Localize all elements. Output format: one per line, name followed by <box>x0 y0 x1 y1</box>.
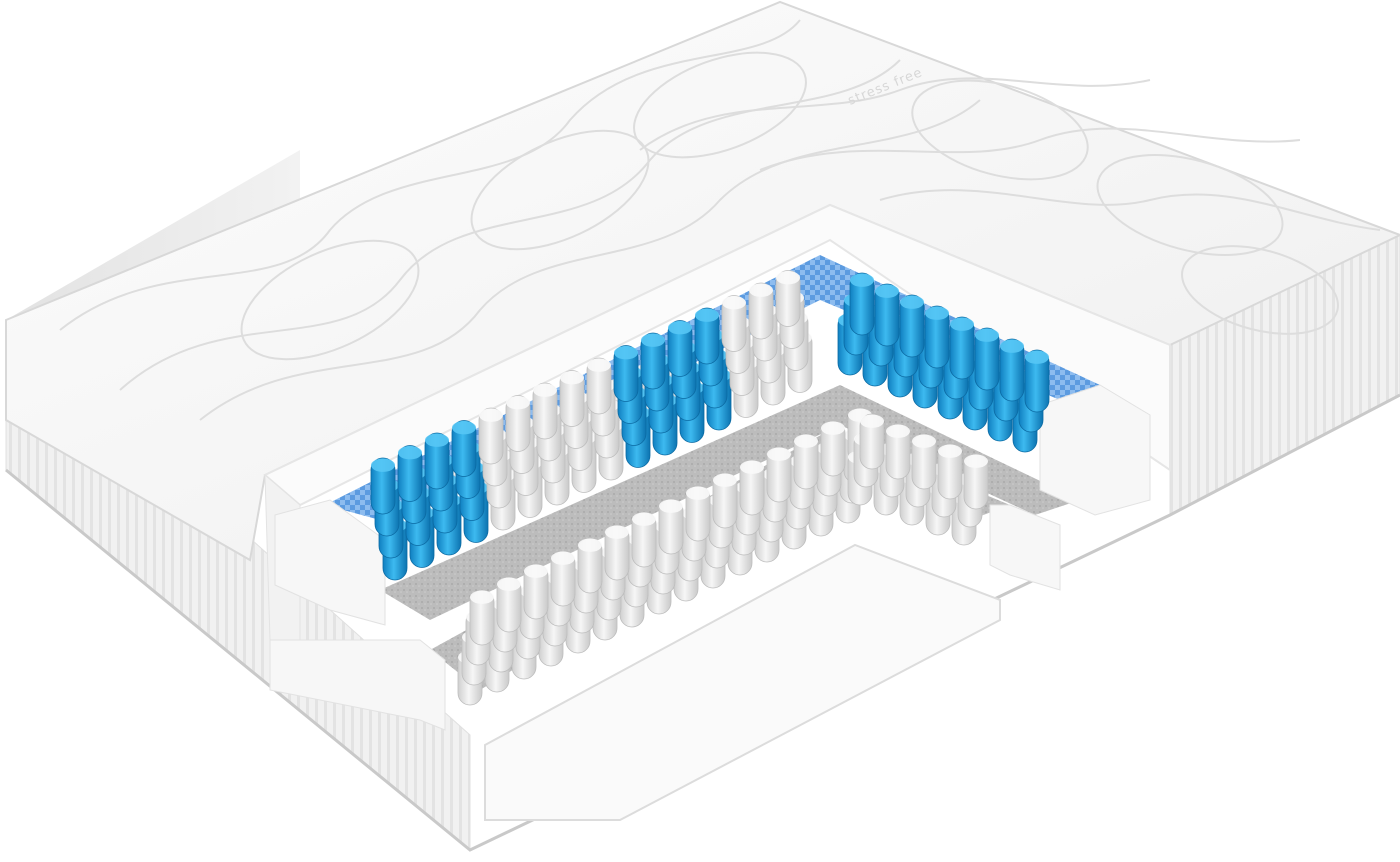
pocket-spring-white <box>859 413 885 470</box>
pocket-spring-white <box>766 446 792 503</box>
pocket-spring-blue <box>1024 349 1050 413</box>
pocket-spring-blue <box>694 307 720 365</box>
pocket-spring-white <box>577 537 603 594</box>
pocket-spring-blue <box>640 332 666 390</box>
quilt-pattern <box>59 19 1381 421</box>
pocket-spring-white <box>748 282 774 340</box>
pocket-spring-white <box>631 511 657 568</box>
pocket-spring-blue <box>613 345 639 402</box>
pocket-spring-white <box>523 563 549 620</box>
base-board <box>484 543 1001 821</box>
mattress-top: stress free <box>5 0 1400 562</box>
pocket-spring-white <box>775 270 801 327</box>
pocket-spring-blue <box>451 420 477 477</box>
pocket-spring-white <box>469 589 495 646</box>
foam-block-lower-right <box>989 504 1061 591</box>
foam-block-upper-right <box>1039 384 1151 516</box>
springs-upper <box>370 270 1050 581</box>
pocket-spring-white <box>963 453 989 510</box>
cutaway-section <box>263 203 1171 821</box>
pocket-spring-blue <box>370 457 396 515</box>
foam-block-upper-left <box>274 499 386 626</box>
pocket-spring-white <box>793 433 819 490</box>
pocket-spring-white <box>505 395 531 452</box>
pocket-spring-white <box>586 357 612 415</box>
pocket-spring-white <box>604 524 630 581</box>
foam-block-lower-left <box>269 639 446 731</box>
pocket-spring-white <box>721 295 747 352</box>
pocket-spring-blue <box>999 338 1025 402</box>
pocket-spring-white <box>658 498 684 555</box>
pocket-spring-white <box>532 382 558 440</box>
pocket-spring-blue <box>849 272 875 336</box>
pocket-spring-white <box>885 423 911 480</box>
pocket-spring-blue <box>874 283 900 347</box>
pocket-spring-white <box>820 420 846 477</box>
pocket-spring-blue <box>899 294 925 358</box>
springs-lower <box>457 407 989 706</box>
pocket-spring-white <box>911 433 937 490</box>
pocket-spring-blue <box>667 320 693 377</box>
pocket-spring-white <box>712 472 738 529</box>
pocket-spring-white <box>685 485 711 542</box>
pocket-spring-white <box>937 443 963 500</box>
pocket-spring-white <box>478 407 504 465</box>
pocket-spring-blue <box>924 305 950 369</box>
pocket-spring-white <box>559 370 585 427</box>
pocket-spring-blue <box>974 327 1000 391</box>
pocket-spring-blue <box>397 445 423 502</box>
pocket-spring-blue <box>949 316 975 380</box>
pocket-spring-blue <box>424 432 450 490</box>
pocket-spring-white <box>496 576 522 633</box>
pocket-spring-white <box>739 459 765 516</box>
pocket-spring-white <box>550 550 576 607</box>
